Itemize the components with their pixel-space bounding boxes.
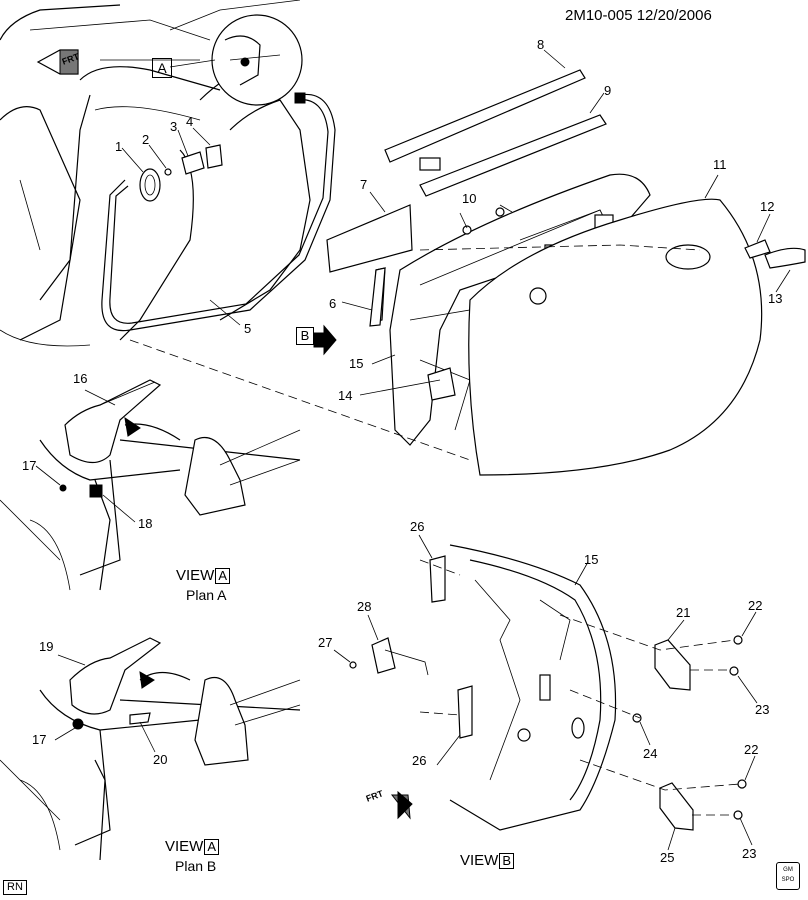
callout-28: 28 [357, 599, 372, 614]
view-a-marker: A [152, 58, 172, 78]
callout-26-lower: 26 [412, 753, 427, 768]
callout-15-view-b: 15 [584, 552, 599, 567]
view-b-hinge-detail [333, 534, 758, 851]
view-label: VIEW [460, 852, 499, 869]
plan-b-detail [0, 637, 301, 861]
callout-17: 17 [22, 458, 37, 473]
callout-27: 27 [318, 635, 333, 650]
leaders-top [129, 204, 701, 461]
footer-code: RN [3, 880, 27, 895]
view-b-marker: B [296, 327, 314, 345]
callout-9: 9 [604, 83, 612, 98]
frt-arrow-top [36, 49, 79, 75]
belt-moldings-8-9 [384, 49, 607, 197]
callout-5: 5 [244, 321, 252, 336]
callout-17-plan-b: 17 [32, 732, 47, 747]
callout-15: 15 [349, 356, 364, 371]
plan-a-detail [0, 379, 301, 591]
callout-1: 1 [115, 139, 123, 154]
callout-3: 3 [170, 119, 178, 134]
callout-25: 25 [660, 850, 675, 865]
callout-7: 7 [360, 177, 368, 192]
callout-19: 19 [39, 639, 54, 654]
plan-b-caption: Plan B [175, 858, 217, 874]
door-weatherstrip-5 [101, 92, 336, 332]
logo-top-text: GM [783, 867, 793, 873]
door-handle-12-13 [665, 213, 806, 293]
callout-10: 10 [462, 191, 477, 206]
callout-16: 16 [73, 371, 88, 386]
callout-12: 12 [760, 199, 775, 214]
callout-23: 23 [755, 702, 770, 717]
view-letter-box: A [204, 839, 220, 855]
callout-24: 24 [643, 746, 658, 761]
logo-bottom-text: SPO [781, 877, 795, 883]
callout-4: 4 [186, 114, 194, 129]
plan-a-caption: Plan A [186, 587, 227, 603]
body-side-opening [0, 0, 311, 347]
callout-8: 8 [537, 37, 545, 52]
view-b-marker-letter: B [300, 328, 310, 343]
callout-26: 26 [410, 519, 425, 534]
diagram-code-header: 2M10-005 12/20/2006 [565, 7, 712, 24]
parts-1-4 [121, 127, 223, 202]
door-outer-panel-11 [468, 174, 763, 476]
callout-23-lower: 23 [742, 846, 757, 861]
view-label: VIEW [165, 838, 204, 855]
pad-7 [326, 191, 413, 273]
callout-20: 20 [153, 752, 168, 767]
callout-22: 22 [748, 598, 763, 613]
callout-13: 13 [768, 291, 783, 306]
view-a-magnifier [169, 14, 303, 106]
view-letter-box: B [499, 853, 515, 869]
gm-spo-logo: GM SPO [776, 862, 800, 890]
view-letter-box: A [215, 568, 231, 584]
view-b-arrow [313, 324, 337, 356]
callout-2: 2 [142, 132, 150, 147]
callout-21: 21 [676, 605, 691, 620]
callout-22-lower: 22 [744, 742, 759, 757]
callout-14: 14 [338, 388, 353, 403]
callout-6: 6 [329, 296, 337, 311]
callout-18: 18 [138, 516, 153, 531]
view-label: VIEW [176, 567, 215, 584]
callout-11: 11 [713, 157, 727, 172]
trim-6 [341, 267, 386, 327]
